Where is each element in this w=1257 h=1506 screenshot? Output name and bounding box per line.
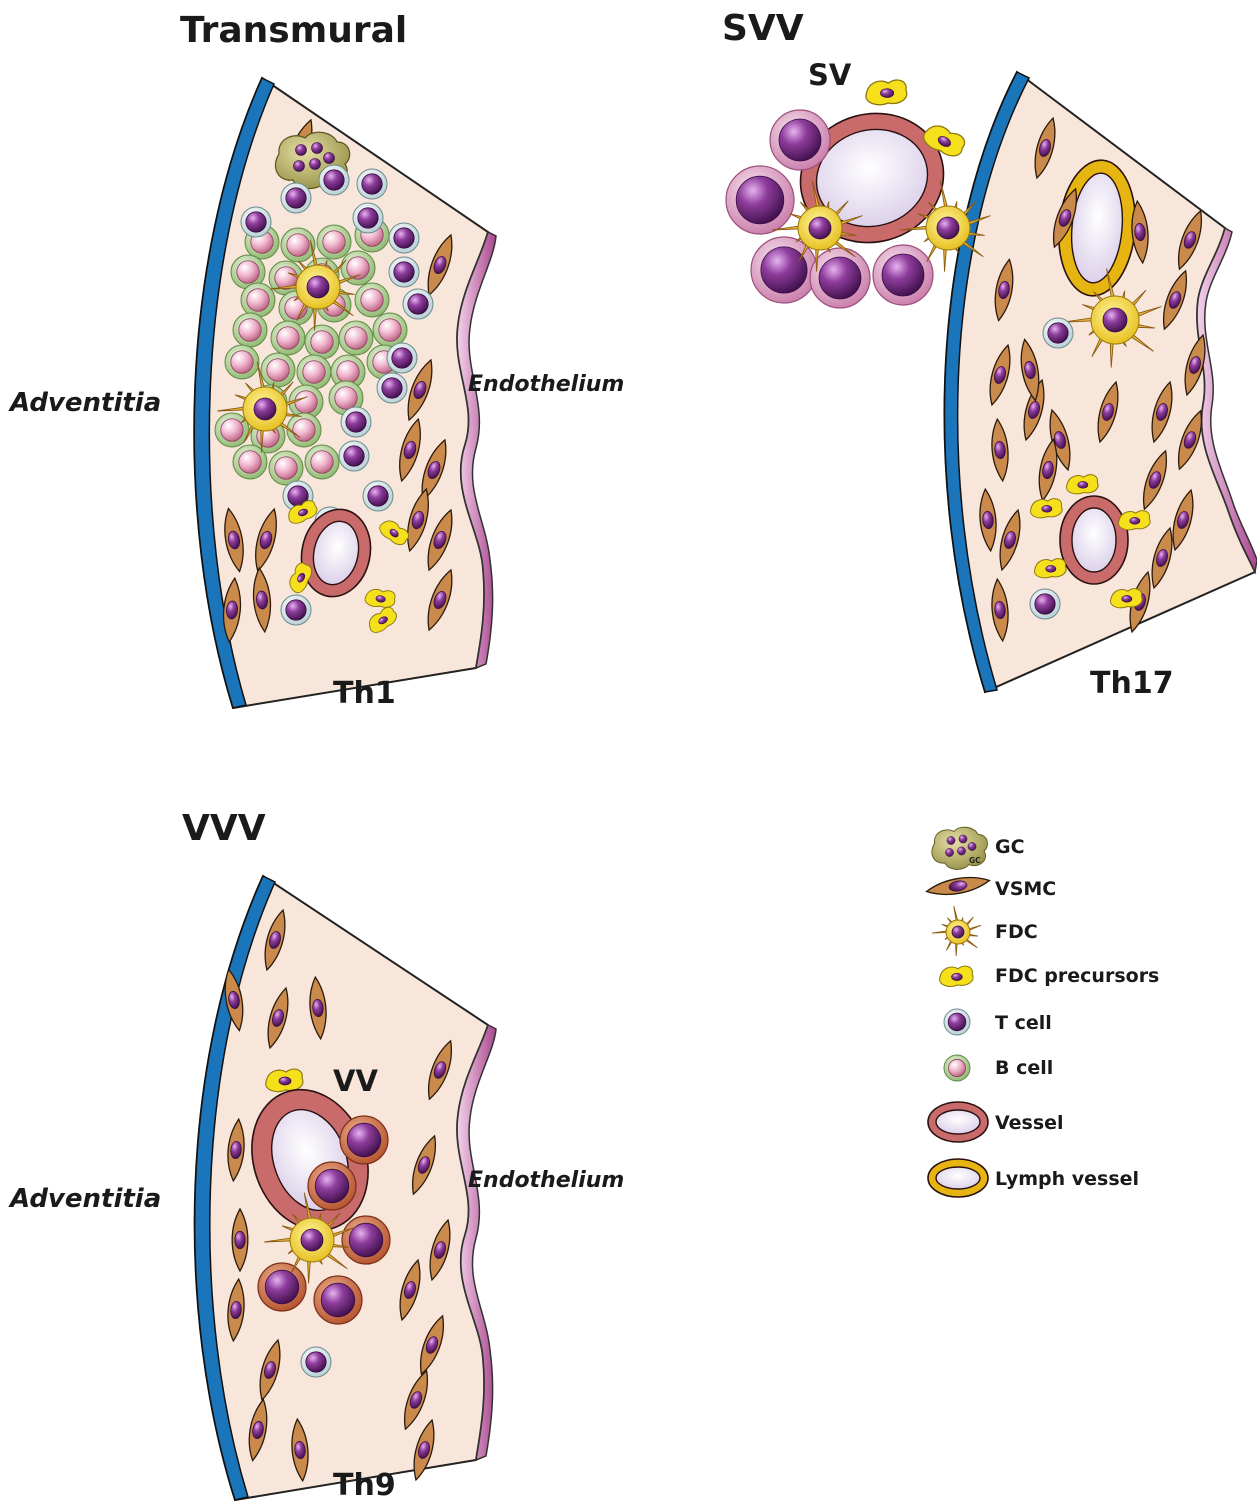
sv-inflammatory-cell bbox=[873, 245, 933, 305]
th-label: Th17 bbox=[1090, 666, 1174, 701]
t-cell bbox=[339, 441, 369, 471]
t-cell bbox=[389, 223, 419, 253]
sv-inflammatory-cell bbox=[810, 248, 870, 308]
t-cell bbox=[944, 1009, 970, 1035]
legend-lymph-vessel-icon bbox=[928, 1159, 988, 1197]
t-cell bbox=[1043, 318, 1073, 348]
b-cell bbox=[944, 1055, 970, 1081]
vv-inflammatory-cell bbox=[258, 1263, 306, 1311]
blood-vessel bbox=[1060, 496, 1128, 584]
b-cell bbox=[281, 228, 315, 262]
panel-title-transmural: Transmural bbox=[180, 10, 407, 51]
b-cell bbox=[241, 283, 275, 317]
endothelium-label: Endothelium bbox=[468, 372, 624, 397]
sv-inflammatory-cell bbox=[770, 110, 830, 170]
b-cell bbox=[297, 355, 331, 389]
legend-label-lymph-vessel: Lymph vessel bbox=[995, 1168, 1139, 1190]
legend-vessel-icon bbox=[928, 1102, 988, 1142]
b-cell bbox=[317, 225, 351, 259]
panel-title-svv: SVV bbox=[722, 8, 804, 49]
t-cell bbox=[1030, 589, 1060, 619]
t-cell bbox=[301, 1347, 331, 1377]
legend-label-fdc-precursors: FDC precursors bbox=[995, 965, 1159, 987]
b-cell bbox=[305, 325, 339, 359]
legend-icons: GC bbox=[925, 827, 991, 1197]
th-label: Th9 bbox=[333, 1468, 396, 1503]
vv-inflammatory-cell bbox=[340, 1116, 388, 1164]
fdc-precursor-cell bbox=[1031, 499, 1063, 518]
t-cell bbox=[281, 183, 311, 213]
t-cell bbox=[281, 595, 311, 625]
sv-label: SV bbox=[808, 58, 851, 92]
fdc-precursor-cell bbox=[266, 1069, 303, 1091]
fdc-precursor-cell bbox=[866, 80, 907, 105]
fdc-cell bbox=[932, 906, 981, 956]
th-label: Th1 bbox=[333, 676, 396, 711]
adventitia-label: Adventitia bbox=[10, 1184, 161, 1214]
legend-label-vessel: Vessel bbox=[995, 1112, 1064, 1134]
t-cell bbox=[357, 169, 387, 199]
b-cell bbox=[339, 321, 373, 355]
t-cell bbox=[319, 165, 349, 195]
legend-label-gc: GC bbox=[995, 836, 1025, 858]
t-cell bbox=[341, 407, 371, 437]
b-cell bbox=[305, 445, 339, 479]
endothelium-label: Endothelium bbox=[468, 1168, 624, 1193]
panel-title-vvv: VVV bbox=[182, 808, 266, 849]
vv-inflammatory-cell bbox=[308, 1162, 356, 1210]
fdc-precursor-cell bbox=[1119, 511, 1151, 530]
fdc-precursor-cell bbox=[1111, 589, 1143, 608]
vv-inflammatory-cell bbox=[342, 1216, 390, 1264]
t-cell bbox=[389, 257, 419, 287]
b-cell bbox=[355, 283, 389, 317]
legend-label-fdc: FDC bbox=[995, 921, 1038, 943]
t-cell bbox=[241, 207, 271, 237]
t-cell bbox=[403, 289, 433, 319]
t-cell bbox=[363, 481, 393, 511]
fdc-precursor-cell bbox=[1035, 559, 1067, 578]
germinal-center: GC bbox=[932, 827, 988, 869]
t-cell bbox=[377, 373, 407, 403]
fdc-precursor-cell bbox=[1067, 475, 1099, 494]
t-cell bbox=[353, 203, 383, 233]
b-cell bbox=[287, 413, 321, 447]
fdc-precursor-cell bbox=[940, 966, 973, 986]
legend-label-vsmc: VSMC bbox=[995, 878, 1056, 900]
vsmc-cell bbox=[925, 873, 991, 899]
b-cell bbox=[373, 313, 407, 347]
adventitia-label: Adventitia bbox=[10, 388, 161, 418]
gc-icon-text: GC bbox=[969, 856, 981, 865]
vv-inflammatory-cell bbox=[314, 1276, 362, 1324]
b-cell bbox=[261, 353, 295, 387]
legend-label-b-cell: B cell bbox=[995, 1057, 1053, 1079]
b-cell bbox=[225, 345, 259, 379]
vv-label: VV bbox=[333, 1064, 378, 1098]
b-cell bbox=[271, 321, 305, 355]
b-cell bbox=[269, 451, 303, 485]
t-cell bbox=[387, 343, 417, 373]
sv-inflammatory-cell bbox=[726, 166, 794, 234]
b-cell bbox=[233, 313, 267, 347]
legend-label-t-cell: T cell bbox=[995, 1012, 1052, 1034]
